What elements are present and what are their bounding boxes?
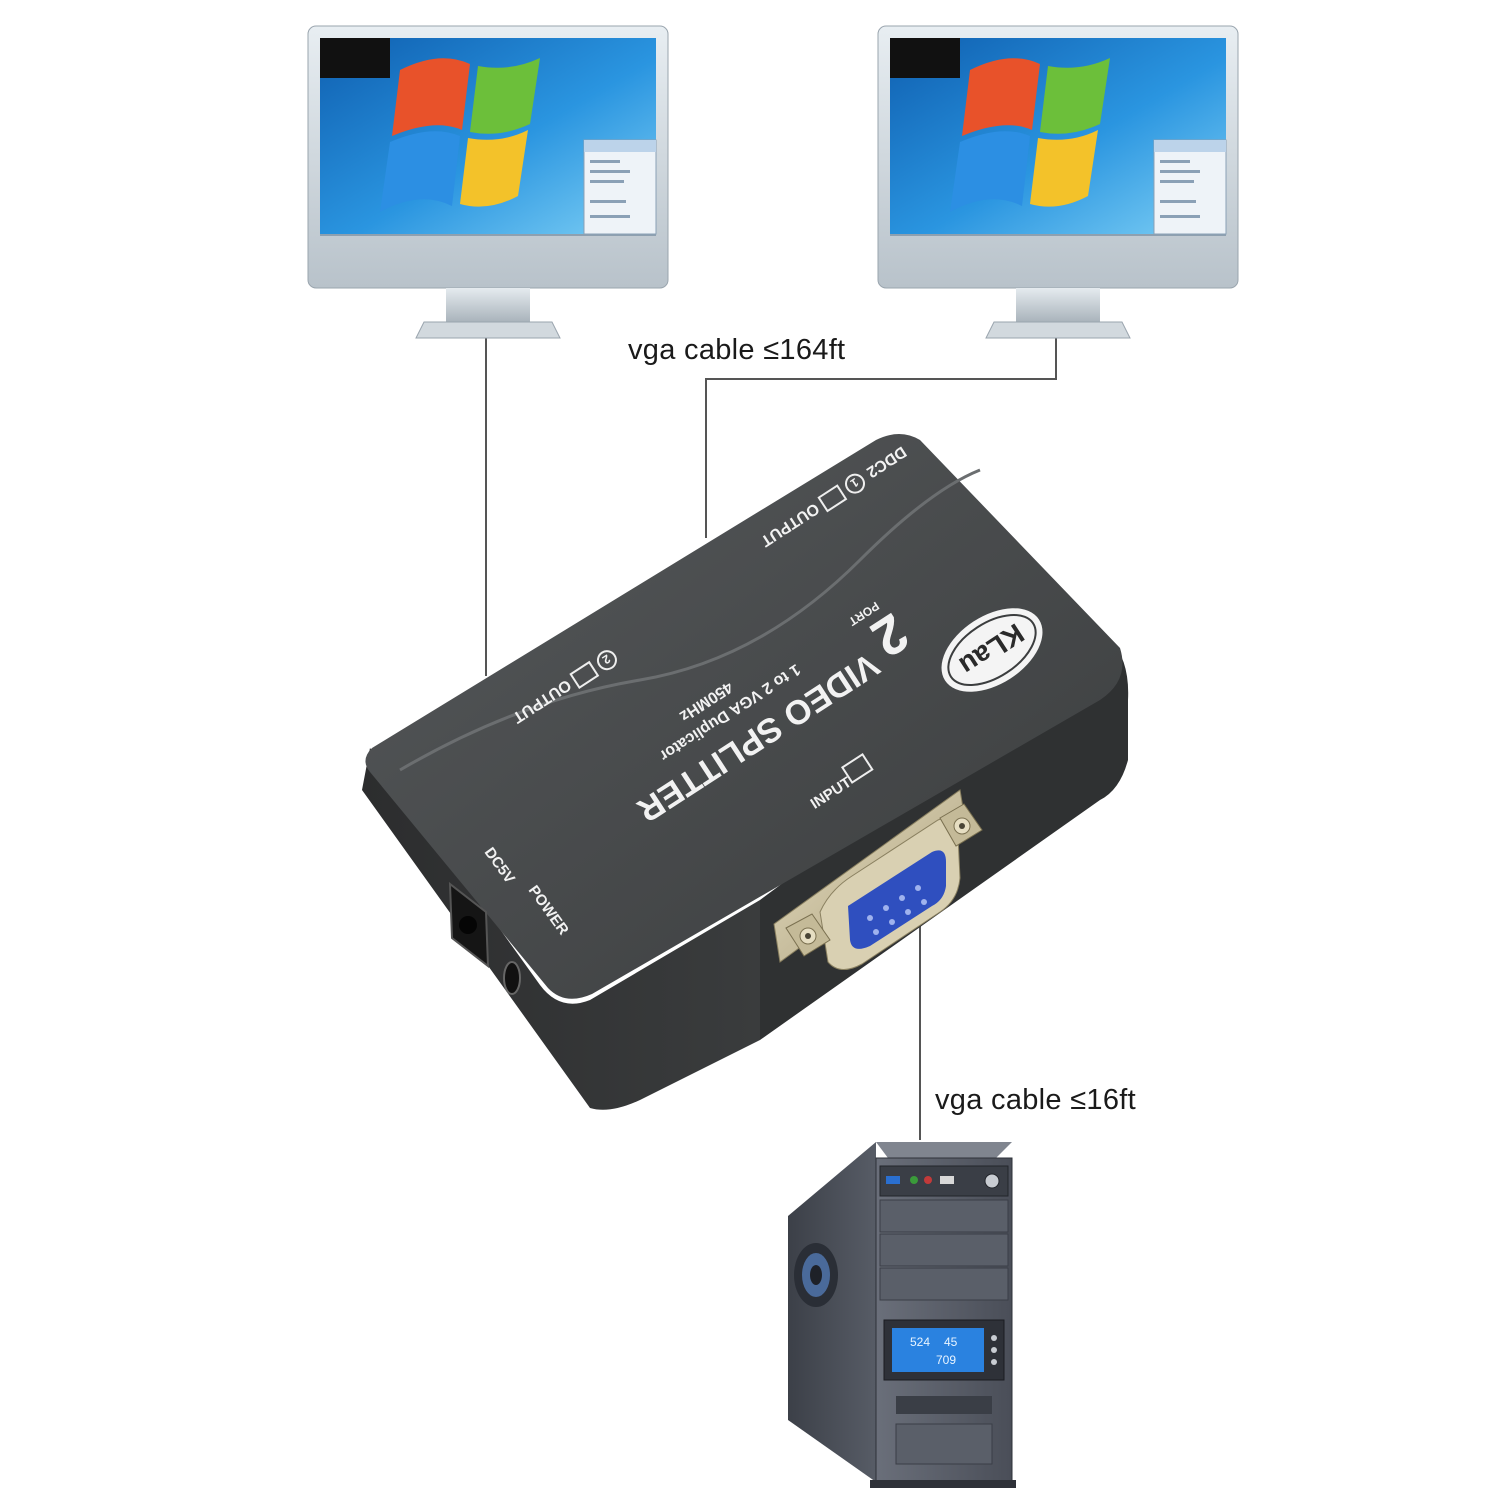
output-2-index-circle [596,650,617,671]
monitor-icon [817,484,848,513]
lcd-line-3: 709 [936,1353,956,1367]
lcd-line-1: 524 [910,1335,930,1349]
side-fan-vent [794,1243,838,1307]
usb-port [886,1176,900,1184]
drive-bay [879,1199,1009,1233]
lcd-line-2: 45 [944,1335,958,1349]
screw-post-right [939,803,983,847]
drive-bay [895,1423,993,1465]
monitor-icon [569,660,600,689]
drive-bay [879,1233,1009,1267]
dc-power-jack [448,881,490,969]
monitor-2 [877,25,1239,339]
monitor-1 [307,25,669,339]
audio-jack-green [910,1176,918,1184]
screw-post-left [785,913,831,957]
windows-logo-icon [380,58,540,212]
drive-bay [896,1396,992,1414]
power-button [984,1173,1000,1189]
brand-logo: KLau [941,608,1043,692]
usb-port [940,1176,954,1184]
cable-label-bottom: vga cable ≤16ft [935,1084,1136,1116]
cable-label-top: vga cable ≤164ft [628,334,846,366]
cable-output-1 [705,338,1057,538]
vga-splitter-device: KLau VIDEO SPLITTER 1 to 2 VGA Duplicato… [362,434,1129,1110]
output-1-index-circle [845,473,866,494]
monitor-icon [840,752,874,784]
power-led [503,961,521,995]
lcd-screen [892,1328,984,1372]
vga-port-pins [848,850,946,949]
drive-bay [879,1267,1009,1301]
vga-input-port [773,789,983,970]
audio-jack-red [924,1176,932,1184]
windows-logo-icon [950,58,1110,212]
pc-tower: 524 45 709 [788,1142,1016,1488]
